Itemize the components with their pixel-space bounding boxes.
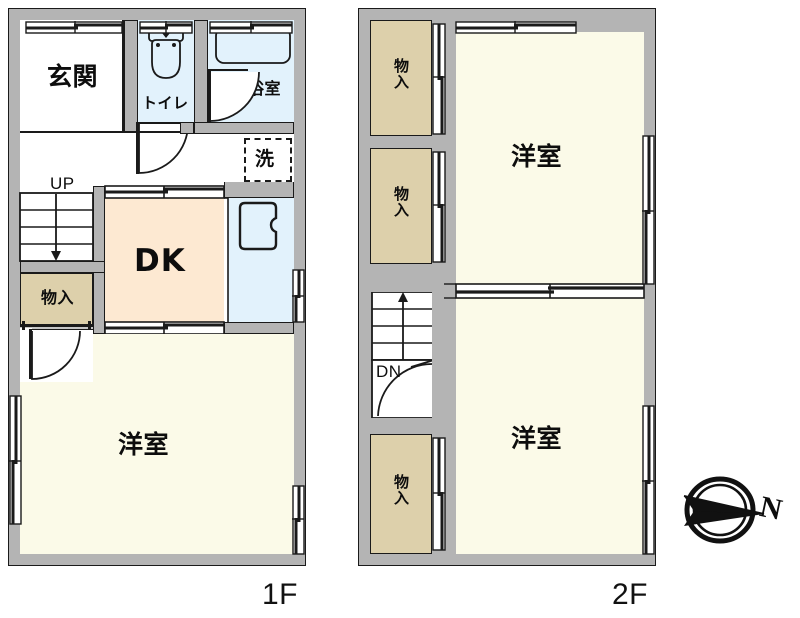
wall-toilet-bath <box>194 20 208 133</box>
room-label-closet-2f-top: 物入 <box>392 58 410 90</box>
compass-rose: N <box>678 466 790 556</box>
room-closet-2f-top <box>370 20 432 136</box>
room-dk <box>105 198 224 322</box>
washer-dashed-box <box>244 138 292 182</box>
room-label-closet-1f: 物入 <box>41 288 75 307</box>
room-label-bedroom-1f: 洋室 <box>118 430 170 459</box>
wall-dk-left <box>93 186 105 334</box>
wall-below-wetarea <box>194 122 294 134</box>
wall-closet-div-1 <box>370 136 444 148</box>
room-label-washer: 洗 <box>255 148 275 170</box>
compass-icon <box>683 476 765 544</box>
wall-closet-div-2 <box>370 264 444 292</box>
room-label-bedroom-2f-south: 洋室 <box>511 424 563 453</box>
room-closet-2f-bottom <box>370 434 432 554</box>
bedroom-door-recess <box>20 330 93 382</box>
room-label-genkan: 玄関 <box>47 62 99 91</box>
room-genkan <box>20 20 124 132</box>
room-label-closet-2f-mid: 物入 <box>392 186 410 218</box>
stairs-label-up: UP <box>50 174 75 193</box>
wall-closet-div-3 <box>370 418 444 434</box>
stairs-label-dn: DN <box>376 362 402 381</box>
room-closet-1f <box>20 273 93 325</box>
floor-plan-1f: 玄関 トイレ 浴室 <box>8 8 306 566</box>
room-label-bedroom-2f-north: 洋室 <box>511 142 563 171</box>
room-bedroom-2f-north <box>456 32 644 284</box>
floor-plan-2f: 物入 物入 DN 物入 洋室 洋室 <box>358 8 656 566</box>
genkan-right-line <box>122 20 124 133</box>
hall-divider-line <box>20 131 180 133</box>
wall-dk-kitchen-top <box>224 182 294 198</box>
floor-label-2f: 2F <box>612 578 649 611</box>
wall-above-closet-1f <box>20 261 105 273</box>
room-bath <box>208 20 294 123</box>
wall-kitchen-bottom <box>224 322 294 334</box>
room-bedroom-2f-south <box>456 298 644 554</box>
room-label-closet-2f-bottom: 物入 <box>392 474 410 506</box>
room-kitchen <box>228 198 294 322</box>
toilet-bottom-line <box>138 122 180 124</box>
room-closet-2f-mid <box>370 148 432 264</box>
room-label-toilet: トイレ <box>142 94 189 112</box>
floor-label-1f: 1F <box>262 578 299 611</box>
room-label-bath: 浴室 <box>248 79 282 98</box>
wall-toilet-bottom-stub <box>180 122 194 134</box>
room-label-dk: DK <box>134 243 186 279</box>
wall-genkan-toilet <box>124 20 138 133</box>
